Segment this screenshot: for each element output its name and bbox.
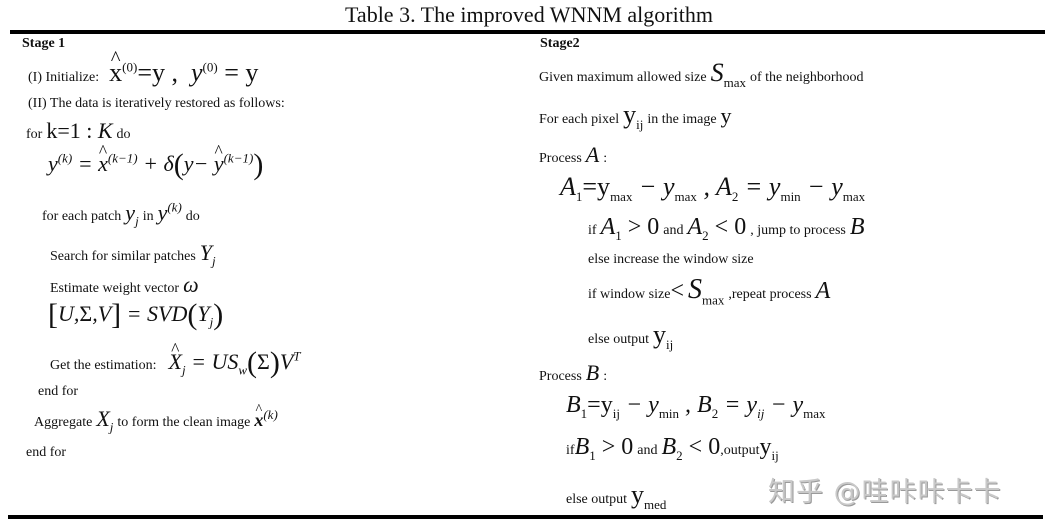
- if-window-line: if window size< Smax ,repeat process A: [588, 274, 831, 308]
- yk-var: y(k): [157, 199, 182, 225]
- estimate-label: Estimate weight vector: [50, 281, 180, 296]
- bottom-rule: [8, 515, 1043, 519]
- update-formula: y(k) = x(k−1) + δ(y− y(k−1)): [48, 148, 263, 182]
- and-keyword-b: and: [637, 443, 658, 458]
- and-keyword: and: [663, 223, 684, 238]
- Yj-var: Yj: [199, 240, 216, 269]
- process-a-colon: :: [603, 151, 608, 166]
- k-range: k=1 :: [46, 118, 98, 143]
- repeat-label: ,repeat process: [728, 287, 812, 302]
- y-var: y: [720, 103, 732, 128]
- b2-cond: B2 < 0: [661, 434, 721, 463]
- process-b-line: Process B :: [539, 360, 607, 386]
- xk-var: x(k): [254, 408, 277, 430]
- b-formula: B1=yij − ymin , B2 = yij − ymax: [566, 392, 826, 421]
- else-output-a-line: else output yij: [588, 320, 674, 353]
- a1-cond: A1 > 0: [600, 214, 660, 243]
- Smax-var: Smax: [710, 58, 746, 91]
- a-formula: A1=ymax − ymax , A2 = ymin − ymax: [560, 172, 866, 205]
- aggregate-label: Aggregate: [34, 415, 93, 430]
- for-keyword: for: [26, 127, 43, 142]
- Smax-var-2: Smax: [687, 274, 725, 308]
- else-increase-line: else increase the window size: [588, 252, 754, 267]
- in-the-image-label: in the image: [647, 112, 717, 127]
- else-output-label-b: else output: [566, 492, 628, 507]
- given-suffix: of the neighborhood: [749, 70, 864, 85]
- do-keyword: do: [116, 127, 131, 142]
- estimation-formula: Xj = USw(Σ)VT: [169, 346, 301, 379]
- aggregate-line: Aggregate Xj to form the clean image x(k…: [34, 406, 278, 435]
- ymed-output: ymed: [631, 480, 667, 513]
- search-line: Search for similar patches Yj: [50, 240, 216, 269]
- process-b-colon: :: [603, 369, 608, 384]
- for-each-pixel-label: For each pixel: [539, 112, 620, 127]
- k-max-var: K: [97, 118, 113, 143]
- given-label: Given maximum allowed size: [539, 70, 707, 85]
- stage1-header: Stage 1: [22, 36, 66, 51]
- lt-sign: <: [670, 278, 684, 304]
- for-each-pixel-line: For each pixel yij in the image y: [539, 100, 732, 133]
- if-keyword-b: if: [566, 443, 575, 458]
- svd-formula: [U,Σ,V] = SVD(Yj): [48, 298, 224, 331]
- else-output-b-line: else output ymed: [566, 480, 667, 513]
- else-output-label: else output: [588, 332, 650, 347]
- process-a-label: Process: [539, 151, 582, 166]
- process-a-var: A: [585, 142, 600, 167]
- get-estimation-label: Get the estimation:: [50, 358, 157, 373]
- if-keyword: if: [588, 223, 597, 238]
- patch-var: yj: [125, 200, 139, 229]
- yij-output: yij: [653, 320, 674, 353]
- if-a-line: if A1 > 0 and A2 < 0 , jump to process B: [588, 214, 865, 243]
- for-each-patch-label: for each patch: [42, 209, 122, 224]
- a2-cond: A2 < 0: [687, 214, 747, 243]
- process-b-var: B: [585, 360, 600, 385]
- for-k-line: for k=1 : K do: [26, 118, 131, 144]
- end-for-outer: end for: [26, 445, 67, 460]
- initialize-formula: x(0)=y , y(0) = y: [109, 58, 258, 87]
- do-keyword-2: do: [185, 209, 200, 224]
- initialize-label: (I) Initialize:: [28, 70, 100, 85]
- repeat-target-var: A: [815, 278, 831, 304]
- estimate-line: Estimate weight vector ω: [50, 272, 199, 298]
- estimation-line: Get the estimation: Xj = USw(Σ)VT: [50, 346, 301, 380]
- if-window-label: if window size: [588, 287, 671, 302]
- jump-label: , jump to process: [750, 223, 846, 238]
- process-a-line: Process A :: [539, 142, 607, 168]
- output-label-b: ,output: [720, 443, 760, 458]
- in-keyword: in: [142, 209, 154, 224]
- Xj-var: Xj: [96, 406, 114, 435]
- search-label: Search for similar patches: [50, 249, 196, 264]
- aggregate-mid-label: to form the clean image: [117, 415, 251, 430]
- jump-target-var: B: [849, 214, 865, 240]
- if-b-line: ifB1 > 0 and B2 < 0,outputyij: [566, 434, 779, 463]
- process-b-label: Process: [539, 369, 582, 384]
- yij-var: yij: [623, 100, 644, 133]
- stage1-initialize-line: (I) Initialize: x(0)=y , y(0) = y: [28, 58, 258, 88]
- omega-symbol: ω: [183, 272, 199, 297]
- stage2-header: Stage2: [540, 36, 580, 51]
- watermark: 知乎 @哇咔咔卡卡: [768, 477, 1002, 508]
- b1-cond: B1 > 0: [574, 434, 634, 463]
- for-each-patch-line: for each patch yj in y(k) do: [42, 199, 200, 229]
- top-rule: [10, 30, 1045, 34]
- end-for-inner: end for: [38, 384, 79, 399]
- iterative-restore-label: (II) The data is iteratively restored as…: [28, 96, 285, 111]
- given-line: Given maximum allowed size Smax of the n…: [539, 58, 864, 91]
- yij-output-b: yij: [759, 434, 779, 463]
- table-title: Table 3. The improved WNNM algorithm: [345, 2, 713, 27]
